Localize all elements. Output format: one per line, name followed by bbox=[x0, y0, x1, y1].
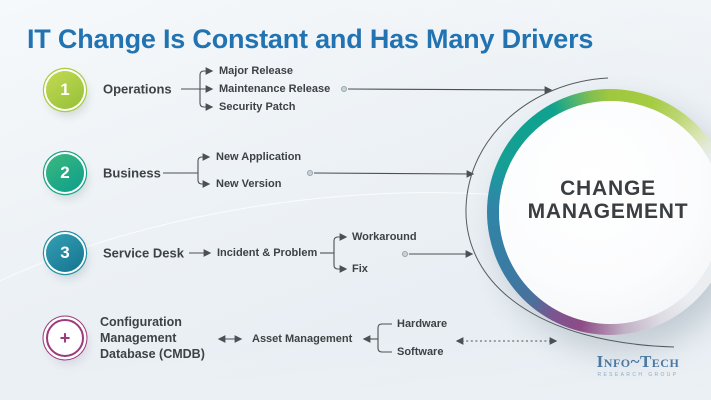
row3-branch-1: Workaround bbox=[352, 231, 417, 243]
hub-label: CHANGE MANAGEMENT bbox=[527, 177, 689, 224]
connector-dots bbox=[306, 86, 408, 257]
row4-branch-1: Hardware bbox=[397, 318, 448, 330]
change-management-hub: CHANGE MANAGEMENT bbox=[487, 89, 711, 335]
badge-2: 2 bbox=[46, 154, 84, 192]
row4-intermediate: Asset Management bbox=[252, 333, 353, 345]
row1-label: Operations bbox=[103, 81, 172, 97]
badge-1: 1 bbox=[46, 71, 84, 109]
row1-bracket bbox=[181, 67, 214, 111]
badge-3: 3 bbox=[46, 234, 84, 272]
row4-bracket bbox=[217, 323, 392, 353]
row2-label: Business bbox=[103, 165, 161, 181]
row2-branch-2: New Version bbox=[216, 178, 282, 190]
page-title: IT Change Is Constant and Has Many Drive… bbox=[27, 24, 594, 54]
row1-branch-3: Security Patch bbox=[219, 101, 296, 113]
infotech-logo: Info~Tech RESEARCH GROUP bbox=[577, 352, 699, 378]
row3-intermediate: Incident & Problem bbox=[217, 247, 318, 259]
hub-inner-circle bbox=[498, 100, 711, 324]
logo-name: Info~Tech bbox=[596, 352, 680, 371]
row2-branch-1: New Application bbox=[216, 151, 302, 163]
logo-tagline: RESEARCH GROUP bbox=[597, 372, 679, 378]
row4-branch-2: Software bbox=[397, 346, 444, 358]
hub-connectors bbox=[313, 86, 558, 345]
row3-branch-2: Fix bbox=[352, 263, 368, 275]
row3-bracket bbox=[189, 233, 348, 273]
row1-branch-2: Maintenance Release bbox=[219, 83, 331, 95]
hub-swoosh-arc bbox=[465, 77, 675, 348]
row4-label-cmdb: Configuration Management Database (CMDB) bbox=[100, 315, 205, 361]
row2-bracket bbox=[163, 153, 211, 188]
badge-plus: + bbox=[46, 319, 84, 357]
row1-branch-1: Major Release bbox=[219, 65, 293, 77]
row3-label: Service Desk bbox=[103, 245, 184, 261]
